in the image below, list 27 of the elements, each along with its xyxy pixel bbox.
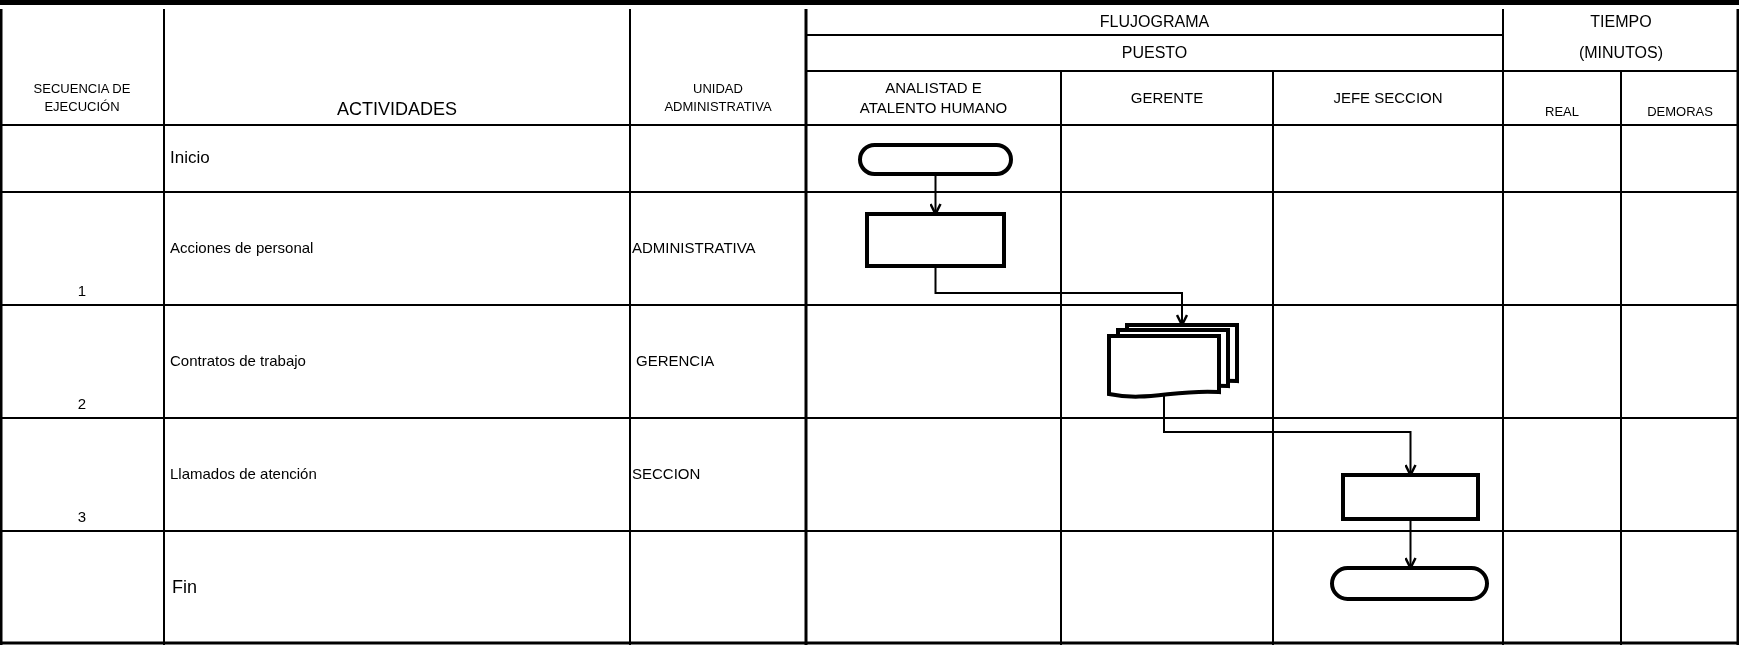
column-header: REAL xyxy=(1545,103,1579,121)
sequence-number: 3 xyxy=(77,506,87,527)
activity-text: Inicio xyxy=(170,147,210,170)
unit-text: GERENCIA xyxy=(636,351,715,372)
column-header: FLUJOGRAMA xyxy=(1099,12,1210,33)
sequence-number: 2 xyxy=(77,393,87,414)
activity-text: Contratos de trabajo xyxy=(170,351,306,372)
process-box xyxy=(867,214,1004,266)
sequence-number: 1 xyxy=(77,280,87,301)
column-header: UNIDAD ADMINISTRATIVA xyxy=(663,80,773,116)
column-header: PUESTO xyxy=(1121,43,1188,64)
column-header: ANALISTAD E ATALENTO HUMANO xyxy=(858,77,1009,118)
terminal-symbol xyxy=(1332,568,1487,599)
column-header: ACTIVIDADES xyxy=(337,97,457,121)
column-header: (MINUTOS) xyxy=(1578,43,1664,64)
terminal-symbol xyxy=(860,145,1011,174)
column-header: GERENTE xyxy=(1130,87,1204,108)
activity-text: Llamados de atención xyxy=(170,464,317,485)
process-box xyxy=(1343,475,1478,519)
activity-text: Acciones de personal xyxy=(170,238,314,259)
activity-text: Fin xyxy=(172,575,197,599)
unit-text: ADMINISTRATIVA xyxy=(632,238,756,259)
column-header: TIEMPO xyxy=(1590,12,1652,33)
unit-text: SECCION xyxy=(632,464,701,485)
column-header: SECUENCIA DE EJECUCIÓN xyxy=(32,80,132,116)
column-header: DEMORAS xyxy=(1647,103,1713,121)
column-header: JEFE SECCION xyxy=(1333,87,1443,108)
